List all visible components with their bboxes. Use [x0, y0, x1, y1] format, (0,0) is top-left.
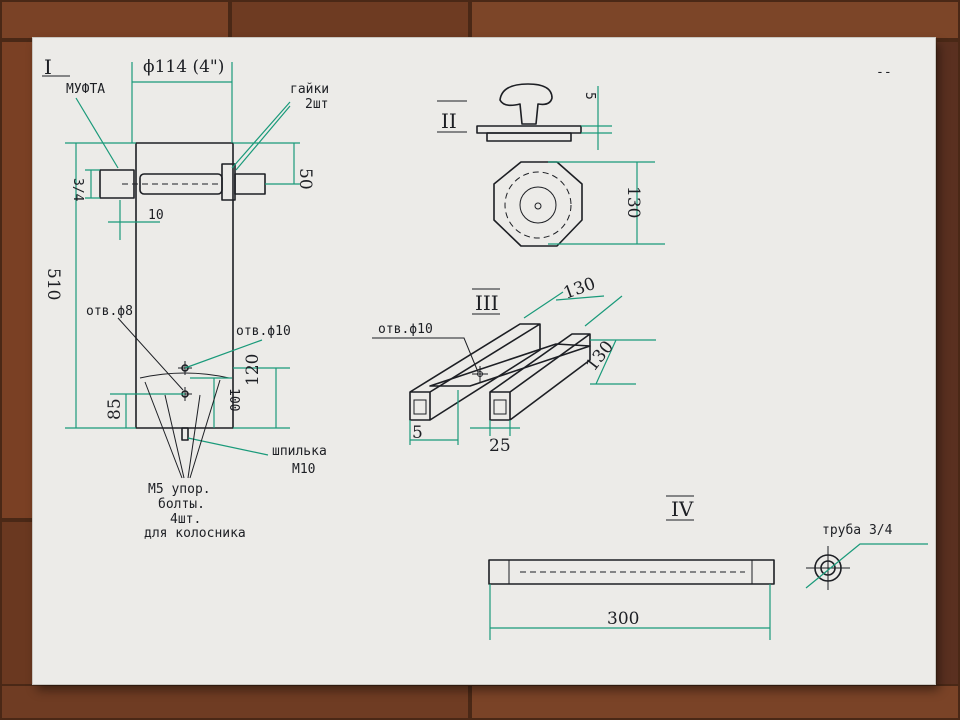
numeral-bars [437, 100, 467, 133]
dim-100 [190, 377, 232, 428]
leader-hole8 [117, 317, 184, 391]
dim-120 [233, 367, 290, 429]
lid-handle [499, 83, 553, 125]
dim-50 [233, 142, 300, 185]
corner-mark: -- [876, 65, 892, 80]
coupling [99, 169, 135, 199]
dim-3-4-label: 3/4 [70, 178, 85, 202]
hole8-label: отв.ϕ8 [86, 304, 133, 319]
dim-130 [548, 161, 665, 245]
leader-hole10 [372, 337, 479, 373]
pipe-label: труба 3/4 [822, 523, 893, 538]
grate-plate [429, 343, 591, 387]
tube-right-hollow [493, 399, 507, 415]
dim-300-label: 300 [607, 609, 639, 629]
bolts-label-2: болты. [158, 497, 205, 512]
dim-50-label: 50 [295, 168, 315, 190]
dim-130-side-label: 130 [582, 337, 618, 375]
dim-130-label: 130 [623, 186, 643, 218]
dim-85 [110, 393, 185, 428]
section-4-numeral: IV [671, 497, 694, 521]
lid-ring [504, 171, 572, 239]
paper-sheet [33, 38, 935, 684]
leader-hole10 [184, 339, 263, 369]
lid-center [534, 202, 542, 210]
leader-coupling [75, 97, 119, 169]
dim-85-label: 85 [105, 398, 125, 420]
nuts-label-2: 2шт [305, 97, 328, 112]
section-2-drawing: II 5 130 [437, 83, 665, 247]
section-3-numeral: III [475, 291, 499, 315]
dim-25-label: 25 [489, 436, 511, 456]
section-2-numeral: II [441, 109, 457, 133]
leader-bolts [144, 379, 221, 479]
dim-5-label: 5 [412, 423, 423, 443]
hole10-label: отв.ϕ10 [236, 324, 291, 339]
bolts-label-4: для колосника [144, 526, 246, 541]
lid-octagon [493, 161, 583, 247]
pipe-end [234, 173, 266, 195]
leader-pipe [805, 543, 928, 589]
dim-120-label: 120 [243, 354, 263, 386]
dim-diameter [131, 62, 233, 143]
dim-100-label: 100 [226, 388, 241, 411]
dim-130-top-label: 130 [561, 274, 598, 304]
nuts-label-1: гайки [290, 82, 329, 97]
grate-hole-label: отв.ϕ10 [378, 322, 433, 337]
dim-3-4 [85, 169, 100, 199]
dim-5-label: 5 [582, 92, 597, 100]
dim-diameter-label: ϕ114 (4") [143, 57, 224, 77]
bolts-label-1: М5 упор. [148, 482, 211, 497]
lid-rim [486, 132, 572, 142]
dim-300 [489, 584, 771, 640]
stud-label-2: М10 [292, 462, 315, 477]
bolts-label-3: 4шт. [170, 512, 201, 527]
coupling-label: МУФТА [66, 82, 105, 97]
dim-25 [470, 420, 520, 436]
pipe-side [488, 559, 775, 585]
pipe-threads [508, 560, 753, 584]
pipe-section-cross [806, 546, 850, 590]
section-4-drawing: IV труба 3/4 300 [488, 495, 928, 640]
dim-130-top [523, 291, 623, 327]
section-1-drawing: I ϕ114 (4") МУФТА [42, 55, 329, 541]
grate-hole-cross [472, 366, 488, 382]
stud-label-1: шпилька [272, 444, 327, 459]
lid-plate [476, 125, 582, 134]
dim-5 [581, 86, 612, 150]
dim-510 [65, 142, 136, 429]
dim-510-label: 510 [43, 268, 63, 300]
leader-nuts [231, 101, 291, 171]
dim-5 [409, 390, 459, 445]
lid-inner-circle [519, 186, 557, 224]
tube-left-hollow [413, 399, 427, 415]
section-1-numeral: I [44, 55, 52, 79]
section-3-drawing: III отв.ϕ10 130 130 5 25 [372, 274, 656, 456]
dim-130-side [590, 339, 656, 385]
numeral-bars [666, 495, 694, 521]
numeral-bars [472, 288, 500, 315]
stud-m10 [181, 427, 189, 441]
dim-10 [108, 200, 160, 240]
dim-10-label: 10 [148, 208, 164, 223]
